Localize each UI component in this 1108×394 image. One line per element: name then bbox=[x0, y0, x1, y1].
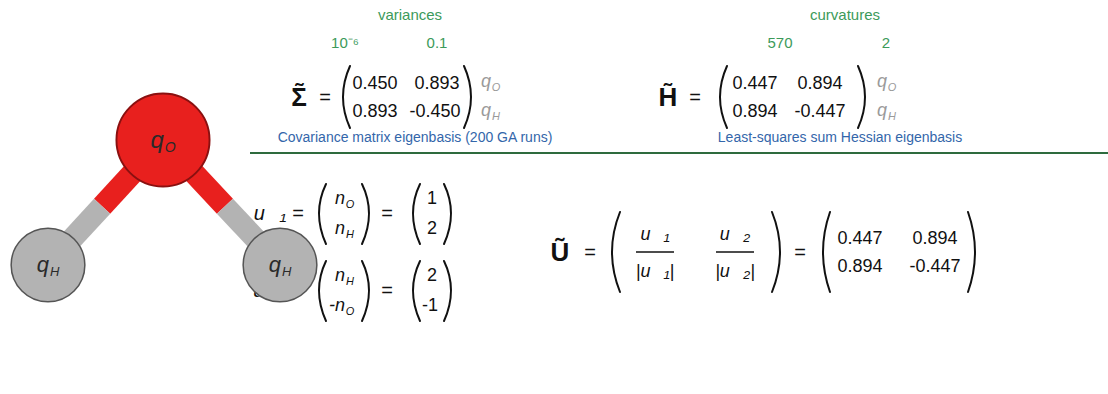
matrix-label: q bbox=[481, 101, 491, 119]
charge-symbol: q bbox=[269, 254, 281, 276]
matrix-label: = bbox=[292, 203, 304, 223]
matrix-label: q bbox=[877, 101, 887, 119]
subscript-label: H bbox=[346, 229, 354, 240]
matrix-label: n bbox=[335, 266, 345, 284]
subscript-label: H bbox=[346, 276, 354, 287]
matrix-label: = bbox=[319, 87, 331, 107]
matrix-label: 2 bbox=[427, 266, 437, 284]
matrix-label: 0.447 bbox=[837, 229, 882, 247]
charge-symbol: q bbox=[150, 128, 163, 152]
matrix-label: 2 bbox=[427, 219, 437, 237]
matrix-label: -0.447 bbox=[794, 102, 845, 120]
matrix-label: 10⁻⁶ bbox=[331, 35, 359, 50]
matrix-label: Covariance matrix eigenbasis (200 GA run… bbox=[278, 130, 553, 144]
matrix-label: H̃ bbox=[659, 84, 678, 110]
charge-symbol: q bbox=[37, 254, 49, 276]
matrix-label: -n bbox=[329, 296, 345, 314]
matrix-label: |u⃗₂| bbox=[715, 262, 755, 280]
divider-line bbox=[250, 152, 1108, 154]
matrix-label: = bbox=[584, 242, 596, 262]
matrix-label: -1 bbox=[422, 296, 438, 314]
bond-line bbox=[67, 168, 137, 244]
matrix-label: = bbox=[381, 203, 393, 223]
matrix-label: |u⃗₁| bbox=[636, 262, 675, 280]
matrix-label: 2 bbox=[882, 35, 890, 50]
subscript-label: O bbox=[888, 82, 897, 93]
matrix-label: -0.450 bbox=[409, 102, 460, 120]
subscript-label: O bbox=[346, 306, 355, 317]
subscript-label: O bbox=[346, 199, 355, 210]
matrix-label: 0.1 bbox=[427, 35, 448, 50]
matrix-label: Σ̃ bbox=[291, 84, 307, 110]
matrix-label: u⃗₂ bbox=[720, 225, 750, 243]
matrix-label: 0.893 bbox=[414, 74, 459, 92]
oxygen-atom: qO bbox=[115, 92, 211, 188]
hydrogen-atom: qH bbox=[10, 227, 86, 303]
matrix-label: 0.893 bbox=[352, 102, 397, 120]
matrix-label: 0.894 bbox=[837, 257, 882, 275]
charge-subscript: O bbox=[165, 140, 176, 154]
subscript-label: O bbox=[492, 82, 501, 93]
matrix-label: = bbox=[689, 87, 701, 107]
matrix-label: 0.450 bbox=[352, 74, 397, 92]
charge-subscript: H bbox=[50, 265, 59, 278]
matrix-label: u⃗₁ bbox=[254, 203, 286, 223]
matrix-label: -0.447 bbox=[909, 257, 960, 275]
matrix-label: 0.894 bbox=[912, 229, 957, 247]
charge-subscript: H bbox=[282, 265, 291, 278]
matrix-label: 0.894 bbox=[732, 102, 777, 120]
matrix-label: Least-squares sum Hessian eigenbasis bbox=[718, 130, 962, 144]
subscript-label: H bbox=[492, 111, 500, 122]
subscript-label: H bbox=[888, 111, 896, 122]
matrix-label: u⃗₁ bbox=[640, 225, 669, 243]
matrix-label: 0.894 bbox=[797, 74, 842, 92]
matrix-label: = bbox=[381, 280, 393, 300]
matrix-label: q bbox=[877, 72, 887, 90]
matrix-label: 0.447 bbox=[732, 74, 777, 92]
matrix-label: n bbox=[335, 189, 345, 207]
matrix-label: Ũ bbox=[551, 239, 570, 265]
matrix-label: = bbox=[794, 242, 806, 262]
matrix-label: curvatures bbox=[810, 7, 880, 22]
matrix-label: variances bbox=[378, 7, 442, 22]
bond-line bbox=[189, 168, 261, 245]
matrix-label: 1 bbox=[427, 189, 437, 207]
matrix-label: n bbox=[335, 219, 345, 237]
matrix-label: q bbox=[481, 72, 491, 90]
hydrogen-atom: qH bbox=[242, 227, 318, 303]
matrix-label: 570 bbox=[767, 35, 792, 50]
